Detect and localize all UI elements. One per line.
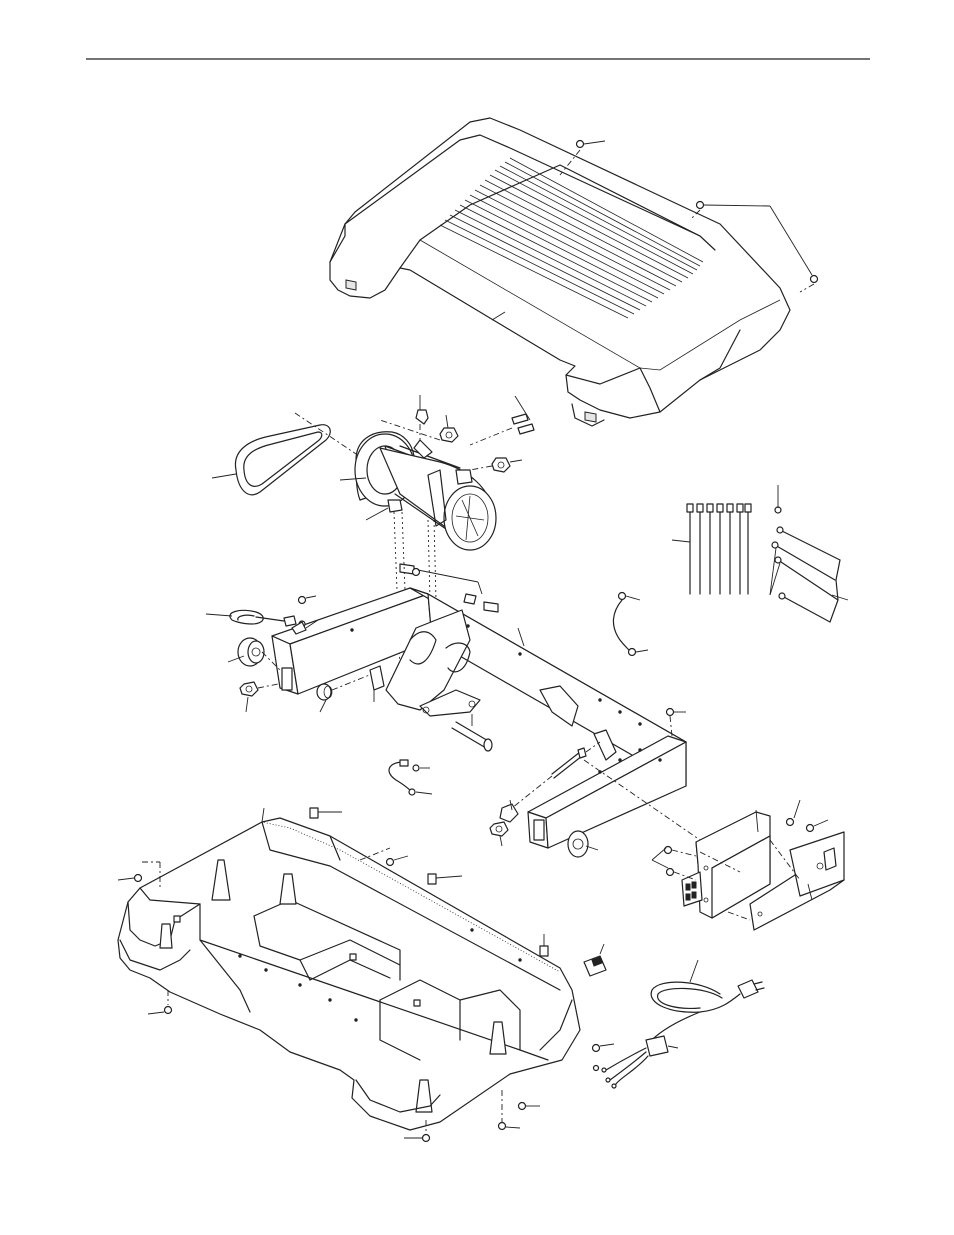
drive-motor (340, 432, 496, 550)
cable-ties-leader (672, 540, 690, 542)
drive-belt (212, 413, 380, 495)
power-switch (584, 944, 606, 976)
wire-jumpers (770, 485, 848, 622)
base (118, 808, 580, 1130)
frame (272, 588, 686, 848)
hood (330, 118, 790, 426)
cable-ties (687, 504, 751, 594)
power-cord (593, 960, 765, 1088)
ground-wire (389, 760, 432, 795)
hood-screw-top (577, 141, 606, 148)
